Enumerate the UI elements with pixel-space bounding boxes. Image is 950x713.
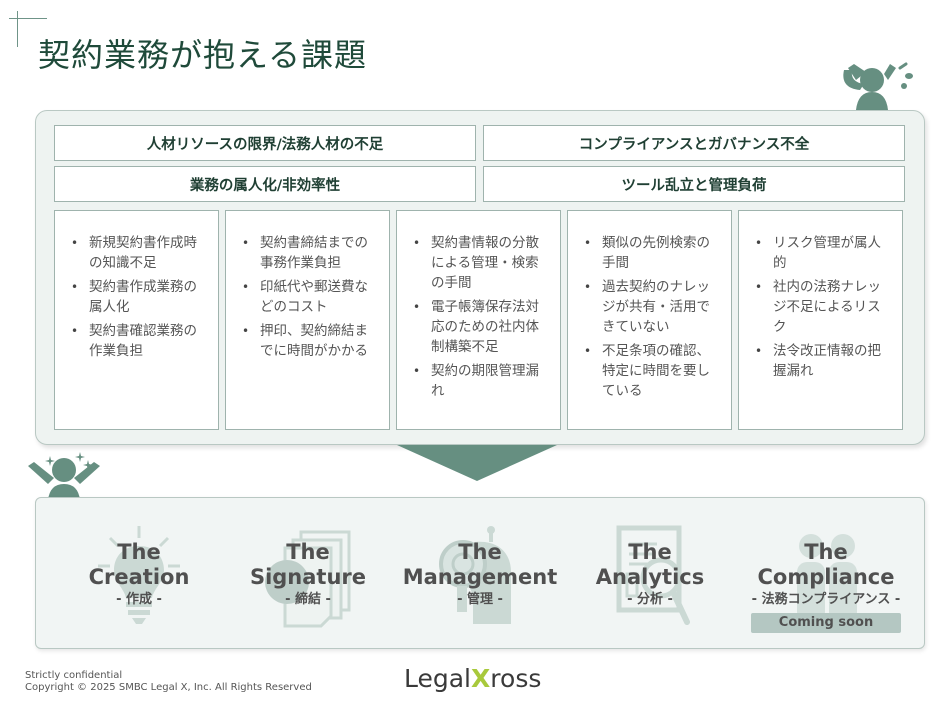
issue-item: •リスク管理が属人的 (755, 235, 881, 271)
documents-stamp-icon (265, 530, 351, 628)
issue-item: •不足条項の確認、特定に時間を要している (584, 343, 710, 399)
issue-item: •法令改正情報の把握漏れ (755, 343, 881, 379)
issue-box-management: •契約書情報の分散による管理・検索の手間 •電子帳簿保存法対応のための社内体制構… (396, 210, 561, 430)
issue-item: •社内の法務ナレッジ不足によるリスク (755, 279, 881, 335)
product-analytics[interactable]: The Analytics - 分析 - (565, 498, 735, 648)
issue-box-signature: •契約書締結までの事務作業負担 •印紙代や郵送費などのコスト •押印、契約締結ま… (225, 210, 390, 430)
product-name: Creation (88, 565, 190, 589)
issue-box-compliance: •リスク管理が属人的 •社内の法務ナレッジ不足によるリスク •法令改正情報の把握… (738, 210, 903, 430)
down-arrow-icon (397, 445, 557, 481)
issue-item: •契約書情報の分散による管理・検索の手間 (413, 235, 539, 291)
footer: Strictly confidential Copyright © 2025 S… (25, 670, 312, 694)
category-compliance-governance: コンプライアンスとガバナンス不全 (483, 125, 905, 161)
product-compliance[interactable]: The Compliance - 法務コンプライアンス - Coming soo… (741, 498, 911, 648)
product-signature[interactable]: The Signature - 締結 - (223, 498, 393, 648)
coming-soon-badge: Coming soon (751, 613, 901, 633)
issue-item: •契約書確認業務の作業負担 (71, 323, 197, 359)
page-title: 契約業務が抱える課題 (38, 36, 368, 74)
confidential-label: Strictly confidential (25, 670, 123, 681)
problems-panel: 人材リソースの限界/法務人材の不足 コンプライアンスとガバナンス不全 業務の属人… (35, 110, 925, 445)
robot-magnifier-icon (439, 526, 511, 624)
category-hr-shortage: 人材リソースの限界/法務人材の不足 (54, 125, 476, 161)
product-name: Compliance (757, 565, 895, 589)
product-subtitle: - 作成 - (116, 592, 162, 607)
issue-item: •新規契約書作成時の知識不足 (71, 235, 197, 271)
copyright-text: Copyright © 2025 SMBC Legal X, Inc. All … (25, 682, 312, 693)
issue-item: •過去契約のナレッジが共有・活用できていない (584, 279, 710, 335)
product-subtitle: - 締結 - (285, 592, 331, 607)
category-tool-sprawl: ツール乱立と管理負荷 (483, 166, 905, 202)
category-personalization-inefficiency: 業務の属人化/非効率性 (54, 166, 476, 202)
corner-mark (9, 18, 47, 19)
product-creation[interactable]: The Creation - 作成 - (54, 498, 224, 648)
issue-item: •印紙代や郵送費などのコスト (242, 279, 368, 315)
issue-item: •押印、契約締結までに時間がかかる (242, 323, 368, 359)
document-search-icon (616, 525, 690, 625)
issue-item: •類似の先例検索の手間 (584, 235, 710, 271)
product-name: Management (402, 565, 558, 589)
issue-box-creation: •新規契約書作成時の知識不足 •契約書作成業務の属人化 •契約書確認業務の作業負… (54, 210, 219, 430)
issue-item: •契約の期限管理漏れ (413, 363, 539, 399)
product-subtitle: - 分析 - (627, 592, 673, 607)
lightbulb-icon (98, 526, 180, 624)
issue-item: •契約書締結までの事務作業負担 (242, 235, 368, 271)
solutions-panel: The Creation - 作成 - The Signature - 締結 - (35, 497, 925, 649)
product-management[interactable]: The Management - 管理 - (395, 498, 565, 648)
product-name: Signature (249, 565, 367, 589)
product-name: Analytics (595, 565, 705, 589)
issue-box-analytics: •類似の先例検索の手間 •過去契約のナレッジが共有・活用できていない •不足条項… (567, 210, 732, 430)
product-subtitle: - 法務コンプライアンス - (751, 592, 901, 607)
corner-mark (17, 11, 18, 47)
legalxross-logo: LegalXross (404, 664, 542, 693)
issue-item: •電子帳簿保存法対応のための社内体制構築不足 (413, 299, 539, 355)
happy-person-icon (28, 452, 100, 500)
product-subtitle: - 管理 - (457, 592, 503, 607)
worried-person-icon (843, 62, 913, 110)
people-icon (797, 534, 857, 622)
issue-item: •契約書作成業務の属人化 (71, 279, 197, 315)
